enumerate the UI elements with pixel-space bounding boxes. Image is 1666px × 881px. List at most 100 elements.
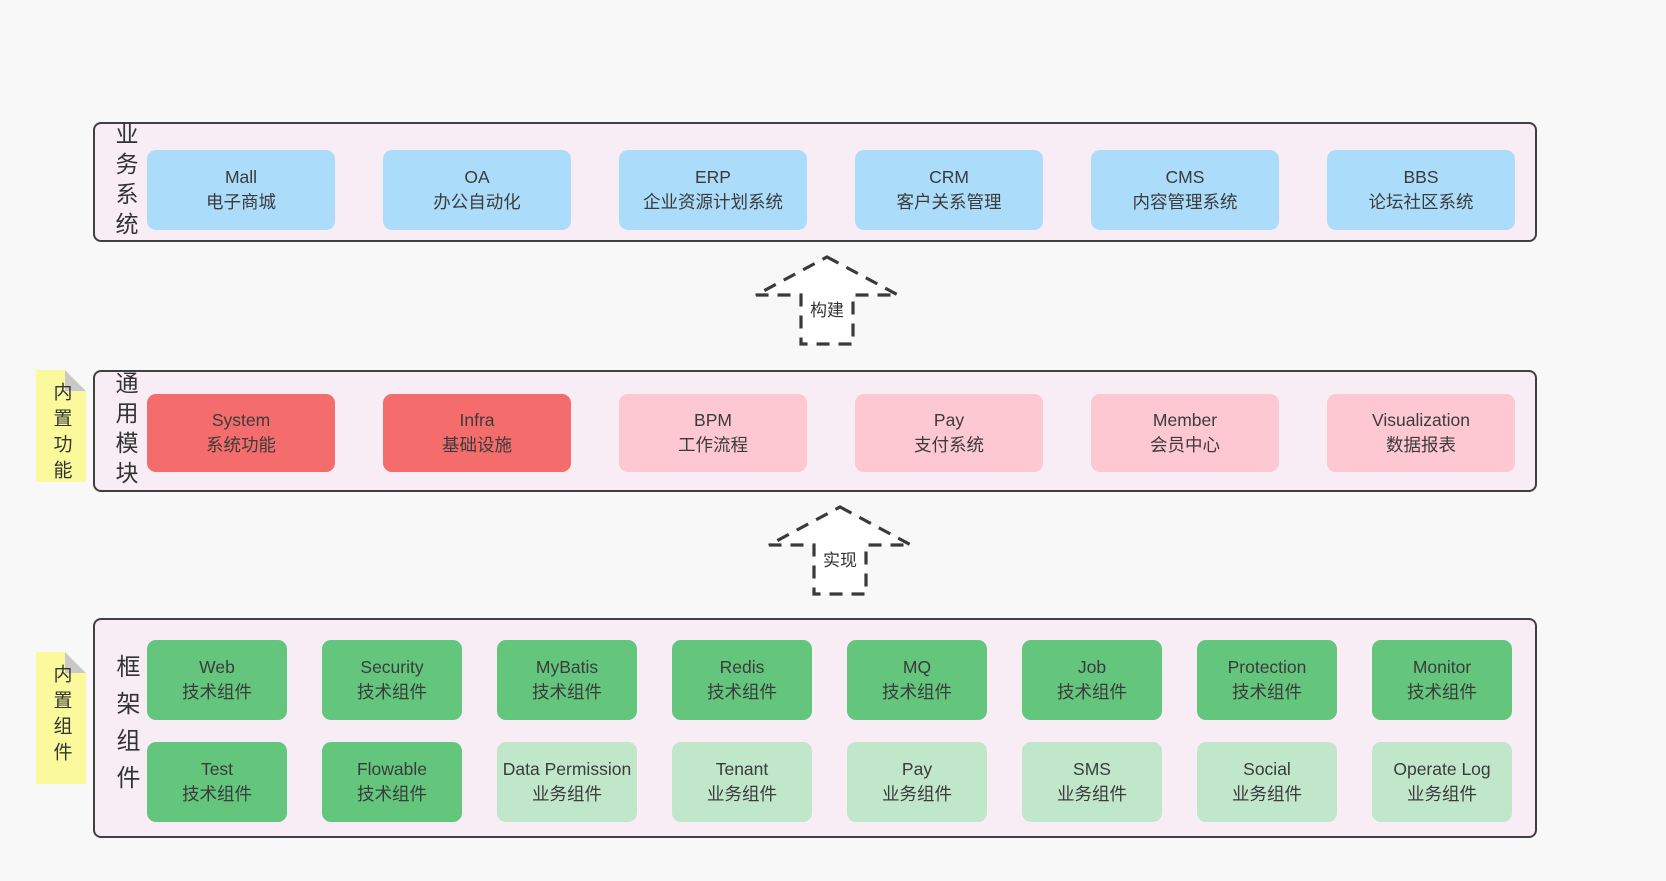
box-subtitle: 基础设施 bbox=[442, 435, 512, 455]
sticky-note-builtin-components-label: 内置组件 bbox=[50, 664, 72, 768]
box-title: System bbox=[211, 410, 271, 430]
box-subtitle: 企业资源计划系统 bbox=[643, 192, 783, 212]
box-title: MQ bbox=[902, 657, 932, 677]
box-title: Redis bbox=[719, 657, 765, 677]
box-title: Infra bbox=[459, 410, 495, 430]
box-title: Test bbox=[200, 759, 234, 779]
layer-framework-components-label: 框架组件 bbox=[112, 654, 139, 802]
framework-components-row-1: Web 技术组件 Security 技术组件 MyBatis 技术组件 Redi… bbox=[147, 640, 1512, 720]
box-subtitle: 业务组件 bbox=[532, 784, 602, 804]
box-title: Tenant bbox=[715, 759, 769, 779]
layer-business-systems-label: 业务系统 bbox=[112, 122, 138, 242]
layer-framework-components: 框架组件 Web 技术组件 Security 技术组件 MyBatis 技术组件… bbox=[93, 618, 1537, 838]
box-title: Monitor bbox=[1412, 657, 1472, 677]
box-title: Job bbox=[1077, 657, 1107, 677]
box-subtitle: 技术组件 bbox=[357, 784, 427, 804]
box-erp: ERP 企业资源计划系统 bbox=[619, 150, 807, 230]
box-pay-component: Pay 业务组件 bbox=[847, 742, 987, 822]
framework-components-row-2: Test 技术组件 Flowable 技术组件 Data Permission … bbox=[147, 742, 1512, 822]
box-cms: CMS 内容管理系统 bbox=[1091, 150, 1279, 230]
box-member: Member 会员中心 bbox=[1091, 394, 1279, 472]
box-subtitle: 业务组件 bbox=[1057, 784, 1127, 804]
box-subtitle: 办公自动化 bbox=[433, 192, 521, 212]
box-title: Mall bbox=[224, 167, 258, 187]
box-sms: SMS 业务组件 bbox=[1022, 742, 1162, 822]
box-subtitle: 技术组件 bbox=[1407, 682, 1477, 702]
box-subtitle: 系统功能 bbox=[206, 435, 276, 455]
sticky-note-builtin-features: 内置功能 bbox=[36, 370, 86, 482]
layer-business-systems: 业务系统 Mall 电子商城 OA 办公自动化 ERP 企业资源计划系统 CRM… bbox=[93, 122, 1537, 242]
box-subtitle: 业务组件 bbox=[882, 784, 952, 804]
box-subtitle: 技术组件 bbox=[1057, 682, 1127, 702]
implement-arrow-label: 实现 bbox=[821, 546, 859, 571]
box-oa: OA 办公自动化 bbox=[383, 150, 571, 230]
layer-common-modules-label: 通用模块 bbox=[112, 371, 138, 491]
box-system: System 系统功能 bbox=[147, 394, 335, 472]
box-subtitle: 会员中心 bbox=[1150, 435, 1220, 455]
box-monitor: Monitor 技术组件 bbox=[1372, 640, 1512, 720]
box-redis: Redis 技术组件 bbox=[672, 640, 812, 720]
common-modules-row: System 系统功能 Infra 基础设施 BPM 工作流程 Pay 支付系统… bbox=[147, 394, 1515, 472]
box-subtitle: 技术组件 bbox=[357, 682, 427, 702]
box-tenant: Tenant 业务组件 bbox=[672, 742, 812, 822]
box-title: ERP bbox=[695, 167, 731, 187]
box-protection: Protection 技术组件 bbox=[1197, 640, 1337, 720]
sticky-note-builtin-features-label: 内置功能 bbox=[50, 382, 72, 486]
build-arrow: 构建 bbox=[752, 253, 902, 348]
box-title: Pay bbox=[901, 759, 933, 779]
box-title: Member bbox=[1152, 410, 1218, 430]
box-subtitle: 电子商城 bbox=[206, 192, 276, 212]
box-pay-module: Pay 支付系统 bbox=[855, 394, 1043, 472]
box-subtitle: 论坛社区系统 bbox=[1368, 192, 1474, 212]
box-title: Pay bbox=[933, 410, 965, 430]
box-security: Security 技术组件 bbox=[322, 640, 462, 720]
box-subtitle: 业务组件 bbox=[1232, 784, 1302, 804]
box-title: Security bbox=[360, 657, 424, 677]
box-title: Data Permission bbox=[502, 759, 632, 779]
box-subtitle: 客户关系管理 bbox=[896, 192, 1002, 212]
box-visualization: Visualization 数据报表 bbox=[1327, 394, 1515, 472]
box-mall: Mall 电子商城 bbox=[147, 150, 335, 230]
box-flowable: Flowable 技术组件 bbox=[322, 742, 462, 822]
box-mybatis: MyBatis 技术组件 bbox=[497, 640, 637, 720]
box-title: Operate Log bbox=[1393, 759, 1491, 779]
box-subtitle: 业务组件 bbox=[1407, 784, 1477, 804]
box-title: CRM bbox=[929, 167, 969, 187]
box-title: Flowable bbox=[356, 759, 428, 779]
box-title: CMS bbox=[1165, 167, 1205, 187]
box-title: Web bbox=[199, 657, 235, 677]
implement-arrow: 实现 bbox=[765, 503, 915, 598]
box-bbs: BBS 论坛社区系统 bbox=[1327, 150, 1515, 230]
sticky-note-builtin-components: 内置组件 bbox=[36, 652, 86, 784]
box-title: BPM bbox=[694, 410, 732, 430]
box-subtitle: 技术组件 bbox=[707, 682, 777, 702]
box-operate-log: Operate Log 业务组件 bbox=[1372, 742, 1512, 822]
build-arrow-label: 构建 bbox=[808, 296, 846, 321]
box-subtitle: 数据报表 bbox=[1386, 435, 1456, 455]
box-title: MyBatis bbox=[535, 657, 599, 677]
box-subtitle: 支付系统 bbox=[914, 435, 984, 455]
box-data-permission: Data Permission 业务组件 bbox=[497, 742, 637, 822]
box-infra: Infra 基础设施 bbox=[383, 394, 571, 472]
box-subtitle: 工作流程 bbox=[678, 435, 748, 455]
box-mq: MQ 技术组件 bbox=[847, 640, 987, 720]
box-subtitle: 内容管理系统 bbox=[1132, 192, 1238, 212]
box-subtitle: 业务组件 bbox=[707, 784, 777, 804]
box-title: Protection bbox=[1227, 657, 1307, 677]
box-title: OA bbox=[464, 167, 490, 187]
box-web: Web 技术组件 bbox=[147, 640, 287, 720]
box-subtitle: 技术组件 bbox=[532, 682, 602, 702]
box-title: BBS bbox=[1403, 167, 1439, 187]
box-crm: CRM 客户关系管理 bbox=[855, 150, 1043, 230]
box-title: Social bbox=[1243, 759, 1291, 779]
business-systems-row: Mall 电子商城 OA 办公自动化 ERP 企业资源计划系统 CRM 客户关系… bbox=[147, 150, 1515, 230]
box-subtitle: 技术组件 bbox=[182, 682, 252, 702]
box-subtitle: 技术组件 bbox=[182, 784, 252, 804]
layer-common-modules: 通用模块 System 系统功能 Infra 基础设施 BPM 工作流程 Pay… bbox=[93, 370, 1537, 492]
box-test: Test 技术组件 bbox=[147, 742, 287, 822]
box-title: SMS bbox=[1073, 759, 1111, 779]
box-bpm: BPM 工作流程 bbox=[619, 394, 807, 472]
box-title: Visualization bbox=[1372, 410, 1470, 430]
box-social: Social 业务组件 bbox=[1197, 742, 1337, 822]
